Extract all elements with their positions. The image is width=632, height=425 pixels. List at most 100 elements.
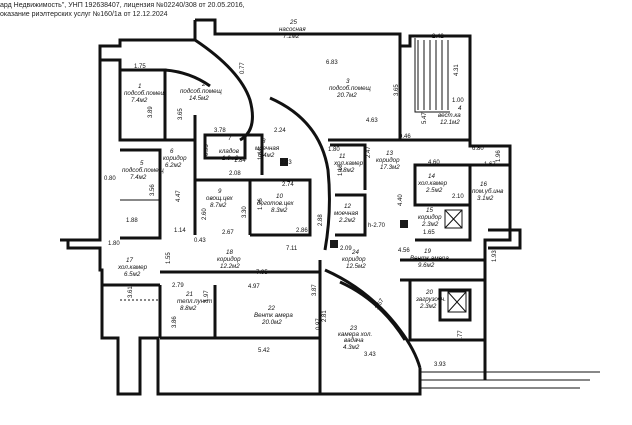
room-label-text: коридор <box>376 157 400 164</box>
room-label-text: подсоб.помещ <box>180 88 223 95</box>
room-label-text: 2.2м2 <box>338 217 356 224</box>
room-label-text: 9.6м2 <box>418 262 435 269</box>
room-label-text: 9 <box>218 188 222 195</box>
room-label-text: вадача <box>344 337 364 344</box>
dimension-label: 2.67 <box>222 230 234 236</box>
room-label-text: 12.5м2 <box>346 263 366 270</box>
room-label-text: хол.камер <box>417 180 448 187</box>
room-label-text: 17.3м2 <box>380 164 400 171</box>
room-label-text: 8.3м2 <box>271 207 288 214</box>
room-label-text: 6 <box>170 148 174 155</box>
room-label-text: камера хол. <box>338 331 372 338</box>
room-label-text: Вентк амера <box>254 312 293 319</box>
dimension-label: 5.47 <box>422 112 428 124</box>
dimension-label: 1.44 <box>258 148 264 160</box>
dimension-label: 4.97 <box>248 284 260 290</box>
dimension-label: h-2.70 <box>368 223 386 229</box>
room-label-text: 6.2м2 <box>165 162 182 169</box>
interior-walls <box>60 38 600 394</box>
dimension-label: 1.55 <box>166 252 172 264</box>
room-label-text: 3.8м2 <box>338 167 355 174</box>
room-label-text: коридор <box>163 155 187 162</box>
room-label-text: 3 <box>346 78 350 85</box>
room-label-text: 1.9м2 <box>222 155 239 162</box>
room-label-text: 17 <box>126 257 133 264</box>
room-label-text: коридор <box>418 214 442 221</box>
room-label-text: 7.4м2 <box>131 97 148 104</box>
room-label-text: 7 <box>228 135 232 142</box>
room-label-text: 3.1м2 <box>477 195 494 202</box>
dimension-label: 3.56 <box>150 184 156 196</box>
dimension-label: 1.75 <box>134 64 146 70</box>
dimension-label: 3.65 <box>394 84 400 96</box>
room-label-text: 14 <box>428 173 435 180</box>
room-label-text: подсоб.помещ <box>124 90 167 97</box>
room-label-text: 1 <box>138 83 141 90</box>
dimension-label: 3.43 <box>364 352 376 358</box>
dimension-label: 0.43 <box>194 238 206 244</box>
room-label-text: 2.5м2 <box>425 187 443 194</box>
room-label-text: моечная <box>255 145 280 152</box>
dimension-label: 2.74 <box>282 182 294 188</box>
dimension-label: 2.24 <box>274 128 286 134</box>
dimension-label: 0.46 <box>399 134 411 140</box>
room-label-text: 20 <box>425 289 433 296</box>
dimension-label: 2.08 <box>229 171 241 177</box>
dimension-labels: 2.42 1.75 3.89 3.65 0.77 6.83 3.65 4.31 … <box>104 34 502 368</box>
dimension-label: 4.60 <box>428 160 440 166</box>
dimension-label: 1.67 <box>484 162 496 168</box>
room-label-text: 7.4м2 <box>130 174 147 181</box>
room-label-text: подсоб.помещ <box>122 167 165 174</box>
dimension-label: 6.83 <box>326 60 338 66</box>
room-label-text: 20.0м2 <box>261 319 282 326</box>
dimension-label: 4.40 <box>398 194 404 206</box>
dimension-label: 5.42 <box>258 348 270 354</box>
room-label-text: 4.3м2 <box>343 344 360 351</box>
dimension-label: 3.30 <box>242 206 248 218</box>
room-label-text: 16 <box>480 181 487 188</box>
room-label-text: 20.7м2 <box>336 92 357 99</box>
room-label-text: хол.камер <box>117 264 148 271</box>
dimension-label: 4.31 <box>454 64 460 76</box>
room-label-text: 23 <box>349 325 357 332</box>
room-label-text: вест.ка <box>438 112 461 119</box>
dimension-label: 4.63 <box>366 118 378 124</box>
dimension-label: 3.61 <box>128 286 134 298</box>
dimension-label: 1.14 <box>174 228 186 234</box>
dimension-label: 3.86 <box>172 316 178 328</box>
room-label-text: 21 <box>185 291 193 298</box>
dimension-label: 3.57 <box>375 297 386 311</box>
dimension-label: 1.88 <box>126 218 138 224</box>
room-label-text: 8 <box>262 138 266 145</box>
room-label-text: пом.уб.инв <box>472 188 504 195</box>
room-label-text: 7.1м2 <box>283 33 300 40</box>
room-label-text: коридор <box>342 256 366 263</box>
room-label-text: 25 <box>289 19 297 26</box>
room-label-text: 12.2м2 <box>220 263 240 270</box>
dimension-label: 3.78 <box>214 128 226 134</box>
dimension-label: 0.95 <box>204 144 210 156</box>
dimension-label: 2.09 <box>340 246 352 252</box>
dimension-label: 0.80 <box>104 176 116 182</box>
room-label-text: 2.3м2 <box>419 303 437 310</box>
header-line-2: оказание риэлтерских услуг №160/1а от 12… <box>0 11 168 18</box>
dimension-label: 2.42 <box>432 34 444 40</box>
dimension-label: 4.47 <box>176 190 182 202</box>
